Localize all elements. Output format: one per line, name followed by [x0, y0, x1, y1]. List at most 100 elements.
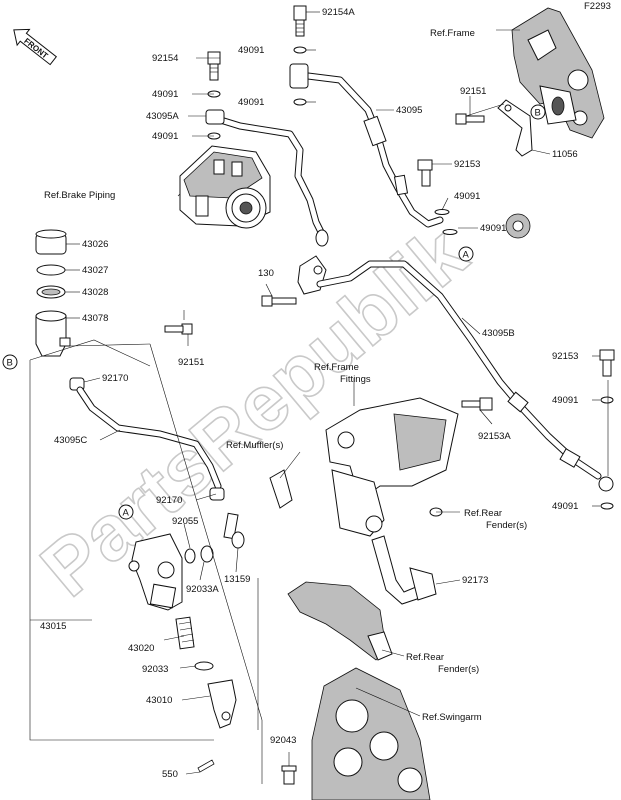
hose-fitting-top	[289, 63, 309, 89]
label-92153A: 92153A	[478, 431, 511, 442]
ref-rear-fender-b-line2: Fender(s)	[438, 664, 479, 675]
label-43027: 43027	[82, 265, 108, 276]
label-49091-c: 49091	[238, 97, 264, 108]
clip-92033A	[200, 545, 214, 563]
bolt-92153A	[461, 397, 493, 411]
leader-lines	[29, 11, 609, 784]
brake-hose-43095A	[205, 109, 329, 247]
fitting-13159	[223, 512, 245, 549]
frame-fittings-bracket	[325, 397, 459, 537]
pin-92043	[281, 765, 297, 785]
diaphragm-43028	[36, 285, 66, 299]
marker-b-top: B	[530, 104, 546, 120]
frame-bracket	[511, 7, 605, 139]
label-43095C: 43095C	[54, 435, 87, 446]
washer-49091-g	[600, 396, 614, 404]
bolt-92151-b	[164, 323, 193, 335]
marker-a-top-label: A	[463, 250, 470, 261]
marker-b-top-label: B	[535, 108, 541, 119]
label-49091-a: 49091	[238, 45, 264, 56]
brake-hose-43095B	[316, 260, 602, 480]
front-arrow-icon: FRONT	[13, 28, 58, 66]
label-49091-g: 49091	[552, 395, 578, 406]
brake-hose-43095	[296, 71, 444, 228]
reservoir-cap-43026	[35, 229, 67, 255]
label-92033A: 92033A	[186, 584, 219, 595]
label-550: 550	[162, 769, 178, 780]
banjo-bolt-92154A	[293, 5, 307, 37]
washer-49091-h	[600, 502, 614, 510]
banjo-bolt-92153-a	[417, 159, 433, 187]
swingarm	[311, 667, 431, 800]
ref-rear-fender-a-line1: Ref.Rear	[464, 508, 502, 519]
label-92151-a: 92151	[460, 86, 486, 97]
label-49091-b: 49091	[152, 89, 178, 100]
label-92151-b: 92151	[178, 357, 204, 368]
label-92154: 92154	[152, 53, 178, 64]
gear-icon	[505, 213, 531, 239]
marker-b-left: B	[2, 354, 18, 370]
marker-a-left: A	[118, 504, 134, 520]
bracket-92173	[371, 535, 437, 605]
label-43010: 43010	[146, 695, 172, 706]
rear-fender	[287, 581, 393, 661]
label-43095A: 43095A	[146, 111, 179, 122]
master-cylinder-43015	[128, 533, 183, 611]
washer-49091-f	[442, 229, 458, 235]
washer-49091-b	[293, 98, 307, 106]
label-92043: 92043	[270, 735, 296, 746]
label-49091-f: 49091	[480, 223, 506, 234]
hose-end-fitting	[598, 476, 614, 492]
ref-muffler: Ref.Muffler(s)	[226, 440, 283, 451]
nut-92033	[194, 661, 214, 671]
ref-rear-fender-a-line2: Fender(s)	[486, 520, 527, 531]
ref-frame: Ref.Frame	[430, 28, 475, 39]
ref-swingarm: Ref.Swingarm	[422, 712, 482, 723]
label-92153-a: 92153	[454, 159, 480, 170]
washer-49091-e	[434, 209, 450, 215]
bracket-11056	[497, 99, 533, 157]
label-43078: 43078	[82, 313, 108, 324]
label-92033: 92033	[142, 664, 168, 675]
label-49091-h: 49091	[552, 501, 578, 512]
label-43028: 43028	[82, 287, 108, 298]
label-13159: 13159	[224, 574, 250, 585]
banjo-bolt-92153-b	[599, 349, 615, 377]
label-92173: 92173	[462, 575, 488, 586]
bolt-130	[261, 295, 297, 307]
joint-block	[297, 255, 327, 295]
reservoir-tank-43078	[35, 310, 71, 357]
label-43026: 43026	[82, 239, 108, 250]
cotter-pin-550	[197, 759, 215, 773]
label-130: 130	[258, 268, 274, 279]
abs-unit	[179, 145, 271, 229]
hose-43095C	[69, 377, 225, 501]
clevis-43010	[207, 679, 237, 729]
ref-frame-fittings-line1: Ref.Frame	[314, 362, 359, 373]
marker-b-left-label: B	[7, 358, 13, 369]
label-43095: 43095	[396, 105, 422, 116]
muffler-mount	[269, 469, 293, 509]
push-rod-43020	[175, 616, 195, 650]
banjo-bolt-92154	[207, 51, 221, 81]
marker-a-top: A	[458, 246, 474, 262]
diagram-code: F2293	[584, 1, 611, 12]
ref-rear-fender-b-line1: Ref.Rear	[406, 652, 444, 663]
ref-frame-fittings-line2: Fittings	[340, 374, 371, 385]
label-92170-a: 92170	[102, 373, 128, 384]
label-92154A: 92154A	[322, 7, 355, 18]
marker-a-left-label: A	[123, 508, 130, 519]
label-92170-b: 92170	[156, 495, 182, 506]
washer-49091-a	[293, 46, 307, 54]
label-49091-d: 49091	[152, 131, 178, 142]
bolt-92151-a	[455, 113, 485, 125]
label-43015: 43015	[40, 621, 66, 632]
diaphragm-plate-43027	[36, 264, 66, 276]
label-43020: 43020	[128, 643, 154, 654]
label-49091-e: 49091	[454, 191, 480, 202]
ref-brake-piping: Ref.Brake Piping	[44, 190, 115, 201]
label-11056: 11056	[552, 149, 578, 160]
label-92153-b: 92153	[552, 351, 578, 362]
label-43095B: 43095B	[482, 328, 515, 339]
